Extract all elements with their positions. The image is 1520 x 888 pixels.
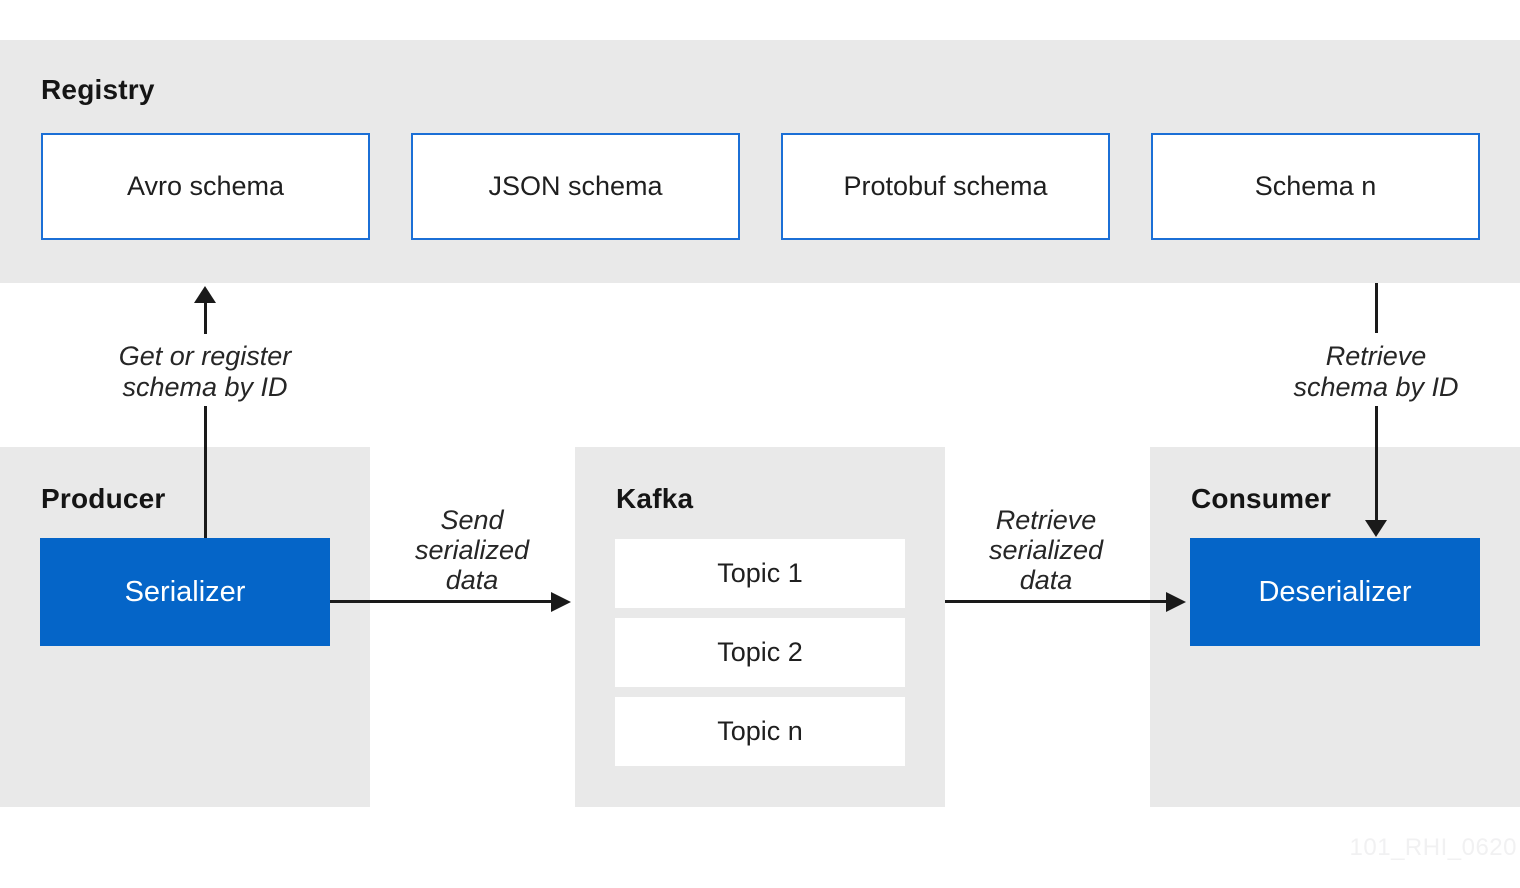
topic-1-box: Topic 1 [615,539,905,608]
registry-title: Registry [41,74,155,105]
deserializer-box: Deserializer [1190,538,1480,646]
serializer-box: Serializer [40,538,330,646]
retrieve-schema-label: Retrieve schema by ID [1293,341,1459,402]
registry-panel: Registry Avro schema JSON schema Protobu… [0,40,1520,283]
topic-2-box: Topic 2 [615,618,905,687]
producer-panel: Producer Serializer [0,447,370,807]
arrowhead-right-icon [1166,592,1186,612]
consumer-title: Consumer [1191,483,1332,514]
schema-n-box: Schema n [1151,133,1480,240]
consumer-panel: Consumer Deserializer [1150,447,1520,807]
kafka-title: Kafka [616,483,694,514]
arrowhead-down-icon [1365,520,1387,537]
avro-schema-box: Avro schema [41,133,370,240]
producer-title: Producer [41,483,166,514]
arrowhead-right-icon [551,592,571,612]
arrow-line [945,600,1166,603]
kafka-panel: Kafka Topic 1 Topic 2 Topic n [575,447,945,807]
watermark: 101_RHI_0620 [1349,834,1517,861]
arrowhead-up-icon [194,286,216,303]
protobuf-schema-box: Protobuf schema [781,133,1110,240]
arrow-line [330,600,552,603]
get-or-register-label: Get or register schema by ID [118,341,292,402]
arrow-line [1375,283,1378,333]
retrieve-serialized-label: Retrieve serialized data [988,505,1104,595]
arrow-line [204,406,207,538]
send-serialized-label: Send serialized data [414,505,530,595]
arrow-line [1375,406,1378,521]
arrow-line [204,303,207,334]
topic-n-box: Topic n [615,697,905,766]
json-schema-box: JSON schema [411,133,740,240]
